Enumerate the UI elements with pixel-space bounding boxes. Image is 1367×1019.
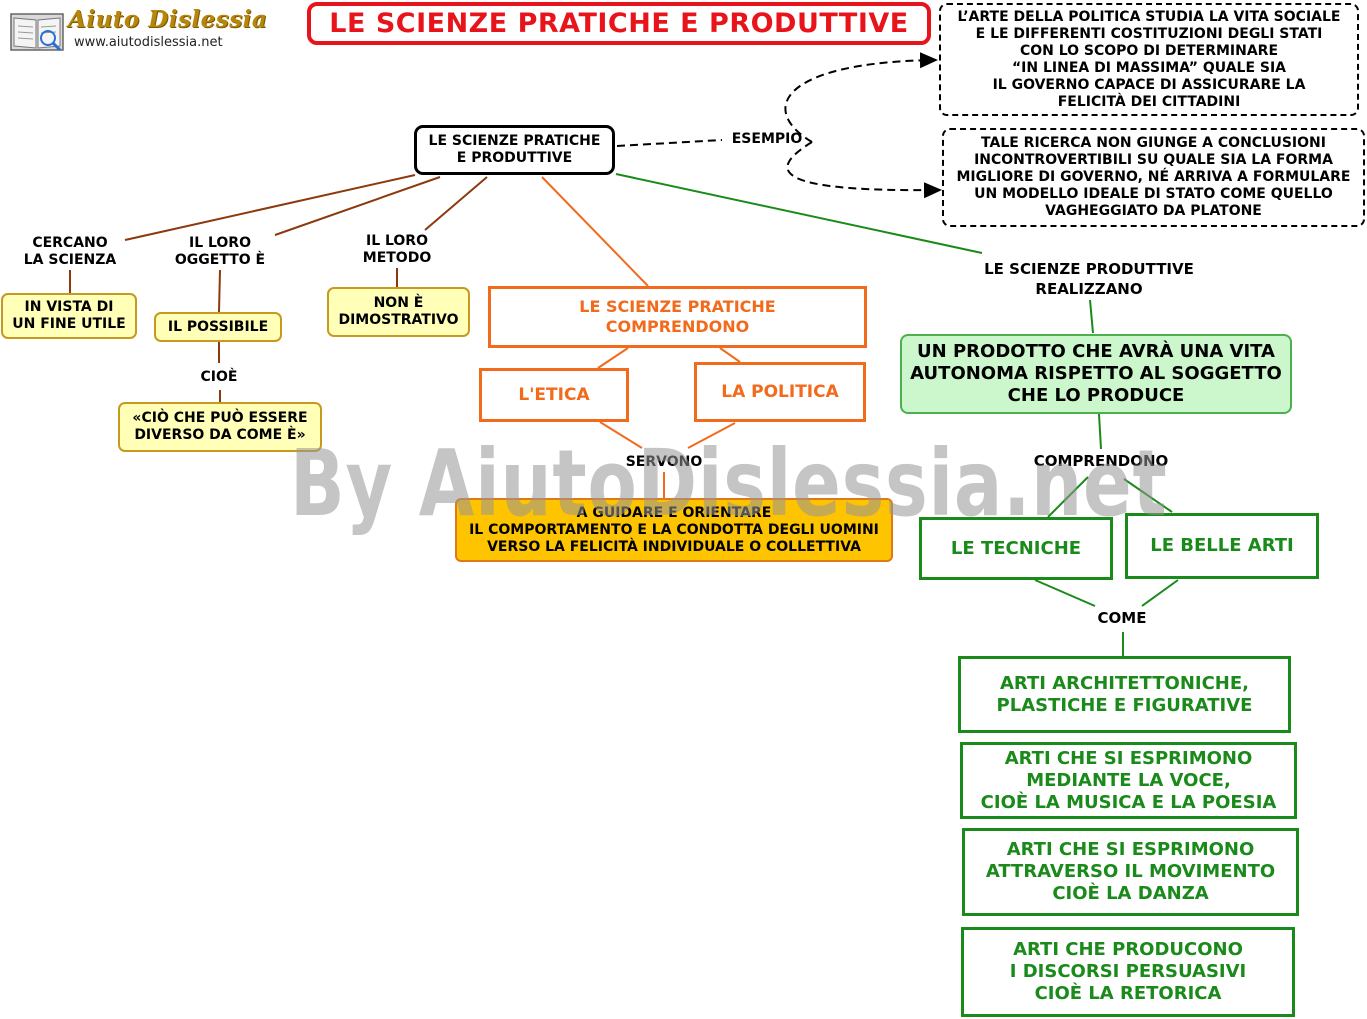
politica-box: LA POLITICA [694, 362, 866, 422]
arti-voce-box: ARTI CHE SI ESPRIMONO MEDIANTE LA VOCE, … [960, 742, 1297, 819]
orange-connectors [541, 176, 741, 498]
logo-name: Aiuto Dislessia [68, 6, 268, 33]
non-dimostrativo-box: NON È DIMOSTRATIVO [327, 287, 470, 337]
arti-retorica-box: ARTI CHE PRODUCONO I DISCORSI PERSUASIVI… [961, 927, 1295, 1017]
tecniche-box: LE TECNICHE [919, 517, 1113, 580]
servono-label: SERVONO [625, 454, 703, 470]
page-title: LE SCIENZE PRATICHE E PRODUTTIVE [307, 2, 931, 45]
cioe-label: CIOÈ [200, 369, 238, 385]
metodo-label: IL LORO METODO [362, 233, 432, 266]
esempio-box-politica: L’ARTE DELLA POLITICA STUDIA LA VITA SOC… [939, 3, 1359, 116]
esempio-box-ricerca: TALE RICERCA NON GIUNGE A CONCLUSIONI IN… [942, 128, 1365, 227]
scienze-pratiche-box: LE SCIENZE PRATICHE COMPRENDONO [488, 286, 867, 348]
prodotto-box: UN PRODOTTO CHE AVRÀ UNA VITA AUTONOMA R… [900, 334, 1292, 414]
etica-box: L'ETICA [479, 368, 629, 422]
watermark: By AiutoDislessia.net [290, 430, 1168, 537]
arti-architettoniche-box: ARTI ARCHITETTONICHE, PLASTICHE E FIGURA… [958, 656, 1291, 733]
esempio-connectors [616, 52, 942, 199]
brown-connectors [69, 174, 488, 402]
guidare-box: A GUIDARE E ORIENTARE IL COMPORTAMENTO E… [455, 498, 893, 562]
produttive-label: LE SCIENZE PRODUTTIVE REALIZZANO [984, 260, 1194, 298]
comprendono-label: COMPRENDONO [1033, 452, 1169, 470]
possibile-box: IL POSSIBILE [154, 312, 282, 342]
cio-che-puo-box: «CIÒ CHE PUÒ ESSERE DIVERSO DA COME È» [118, 402, 322, 452]
esempio-label: ESEMPIO [731, 131, 803, 147]
green-connectors [615, 173, 1179, 656]
arti-movimento-box: ARTI CHE SI ESPRIMONO ATTRAVERSO IL MOVI… [962, 828, 1299, 916]
come-label: COME [1097, 609, 1147, 627]
belle-arti-box: LE BELLE ARTI [1125, 513, 1319, 579]
book-logo-icon [10, 13, 64, 52]
logo-url: www.aiutodislessia.net [74, 35, 223, 50]
oggetto-label: IL LORO OGGETTO È [174, 235, 266, 268]
cercano-label: CERCANO LA SCIENZA [23, 235, 117, 268]
fine-utile-box: IN VISTA DI UN FINE UTILE [1, 293, 137, 339]
root-node: LE SCIENZE PRATICHE E PRODUTTIVE [414, 125, 615, 175]
